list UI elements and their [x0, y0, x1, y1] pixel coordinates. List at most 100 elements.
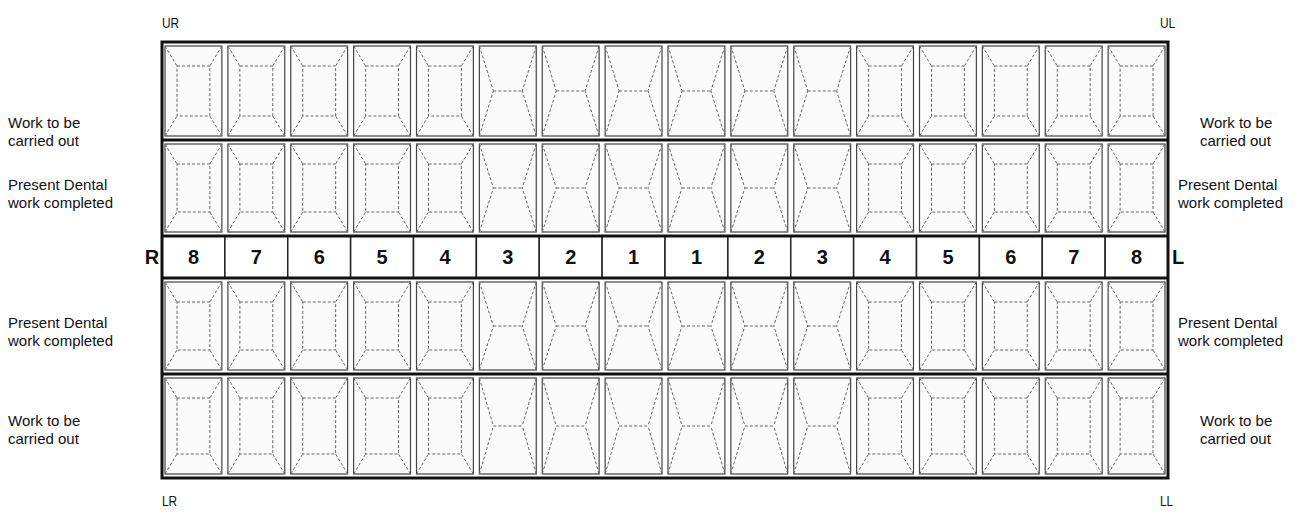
surface-line: [273, 212, 285, 232]
surface-line: [668, 46, 682, 91]
surface-line: [902, 454, 914, 474]
tooth-outline: [1108, 282, 1165, 370]
occlusal-surface: [240, 164, 273, 212]
tooth-number: 7: [1042, 236, 1105, 278]
surface-line: [585, 144, 599, 188]
tooth-cell: [605, 378, 662, 474]
row-divider: [162, 373, 1168, 376]
tooth-cell: [1045, 378, 1102, 474]
surface-line: [1153, 350, 1165, 370]
surface-line: [522, 91, 536, 136]
tooth-cell: [417, 378, 474, 474]
tooth-cell: [605, 282, 662, 370]
surface-line: [1090, 212, 1102, 232]
surface-line: [1027, 378, 1039, 398]
surface-line: [556, 326, 585, 327]
tooth-number: 2: [728, 236, 791, 278]
surface-line: [479, 426, 493, 474]
tooth-outline: [668, 46, 725, 136]
tooth-outline: [857, 378, 914, 474]
surface-line: [354, 144, 366, 164]
occlusal-surface: [932, 164, 965, 212]
surface-line: [857, 282, 869, 302]
tooth-outline: [479, 378, 536, 474]
tooth-cell: [982, 144, 1039, 232]
occlusal-surface: [869, 302, 902, 350]
occlusal-surface: [994, 302, 1027, 350]
tooth-outline: [291, 144, 348, 232]
surface-line: [668, 282, 682, 326]
surface-line: [1090, 378, 1102, 398]
occlusal-surface: [994, 66, 1027, 116]
surface-line: [920, 378, 932, 398]
surface-line: [745, 91, 774, 92]
surface-line: [165, 46, 177, 66]
surface-line: [964, 144, 976, 164]
occlusal-surface: [1120, 302, 1153, 350]
surface-line: [336, 454, 348, 474]
tooth-outline: [731, 144, 788, 232]
surface-line: [1027, 350, 1039, 370]
surface-line: [920, 46, 932, 66]
surface-line: [522, 144, 536, 188]
surface-line: [711, 188, 725, 232]
surface-line: [1045, 144, 1057, 164]
surface-line: [556, 426, 585, 427]
surface-line: [417, 46, 429, 66]
row-label: Present Dental work completed: [1178, 176, 1302, 212]
surface-line: [479, 378, 493, 426]
tooth-outline: [794, 378, 851, 474]
tooth-cell: [794, 282, 851, 370]
surface-line: [648, 46, 662, 91]
surface-line: [711, 378, 725, 426]
tooth-cell: [165, 282, 222, 370]
tooth-outline: [982, 378, 1039, 474]
occlusal-surface: [429, 398, 462, 454]
surface-line: [964, 116, 976, 136]
tooth-number: 5: [351, 236, 414, 278]
surface-line: [585, 188, 599, 232]
surface-line: [165, 454, 177, 474]
surface-line: [619, 326, 648, 327]
tooth-number: 3: [791, 236, 854, 278]
tooth-outline: [794, 46, 851, 136]
surface-line: [982, 212, 994, 232]
surface-line: [619, 188, 648, 189]
surface-line: [837, 378, 851, 426]
tooth-cell: [794, 378, 851, 474]
surface-line: [291, 144, 303, 164]
tooth-cells: [165, 46, 1165, 474]
tooth-outline: [291, 46, 348, 136]
surface-line: [605, 426, 619, 474]
tooth-cell: [354, 144, 411, 232]
tooth-outline: [605, 378, 662, 474]
surface-line: [542, 188, 556, 232]
surface-line: [1045, 282, 1057, 302]
tooth-cell: [1108, 144, 1165, 232]
tooth-cell: [165, 378, 222, 474]
number-cell: [917, 236, 980, 278]
surface-line: [902, 46, 914, 66]
tooth-cell: [1108, 378, 1165, 474]
tooth-cell: [857, 46, 914, 136]
surface-line: [964, 282, 976, 302]
surface-line: [273, 144, 285, 164]
surface-line: [291, 282, 303, 302]
surface-line: [648, 426, 662, 474]
row-label: Present Dental work completed: [8, 176, 132, 212]
tooth-cell: [731, 282, 788, 370]
surface-line: [1090, 144, 1102, 164]
surface-line: [774, 46, 788, 91]
surface-line: [399, 116, 411, 136]
surface-line: [982, 454, 994, 474]
surface-line: [668, 188, 682, 232]
surface-line: [1090, 46, 1102, 66]
occlusal-surface: [240, 302, 273, 350]
occlusal-surface: [932, 398, 965, 454]
row-label: Work to be carried out: [1200, 412, 1300, 448]
surface-line: [1027, 116, 1039, 136]
surface-line: [165, 212, 177, 232]
tooth-number: 1: [665, 236, 728, 278]
tooth-number: 4: [414, 236, 477, 278]
tooth-number: 3: [476, 236, 539, 278]
